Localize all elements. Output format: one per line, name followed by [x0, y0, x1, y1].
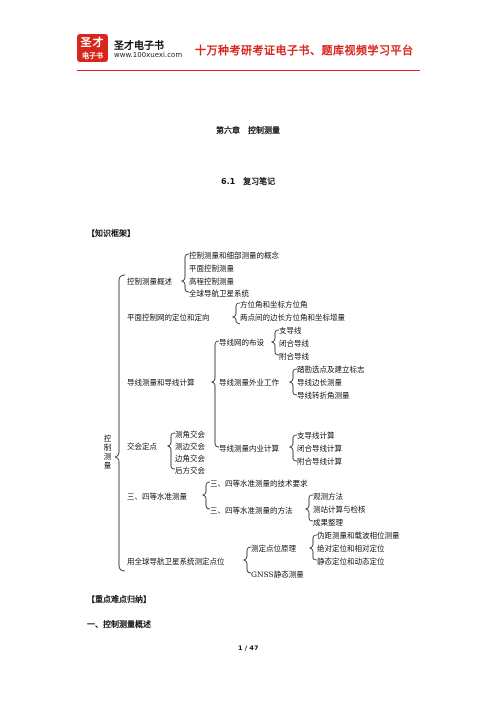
- brand-name: 圣才电子书: [114, 41, 164, 52]
- traverse-label: 导线测量和导线计算: [127, 378, 195, 387]
- overview-label: 控制测量概述: [127, 277, 172, 286]
- leveling-method-item-1: 观测方法: [313, 492, 343, 501]
- section-title: 6.1 复习笔记: [221, 177, 276, 186]
- tree-root: 控制测量: [103, 434, 112, 470]
- traverse-layout-label: 导线网的布设: [219, 338, 264, 347]
- header-divider: [77, 70, 420, 71]
- header-slogan: 十万种考研考证电子书、题库视频学习平台: [195, 44, 414, 57]
- overview-item-3: 高程控制测量: [189, 277, 234, 286]
- overview-item-1: 控制测量和细部测量的概念: [189, 251, 279, 260]
- traverse-office-item-3: 附合导线计算: [297, 457, 342, 466]
- traverse-office-item-1: 支导线计算: [297, 431, 335, 440]
- orientation-item-1: 方位角和坐标方位角: [240, 300, 308, 309]
- logo-line1: 圣才: [80, 36, 105, 49]
- framework-heading: 【知识框架】: [87, 229, 135, 238]
- subsection-title: 一、控制测量概述: [87, 620, 151, 629]
- traverse-field-item-1: 踏勘选点及建立标志: [297, 365, 365, 374]
- chapter-title: 第六章 控制测量: [216, 126, 280, 135]
- traverse-field-label: 导线测量外业工作: [219, 378, 279, 387]
- leveling-label: 三、四等水准测量: [127, 492, 187, 501]
- intersection-item-1: 测角交会: [175, 430, 205, 439]
- orientation-item-2: 两点间的边长方位角和坐标增量: [240, 313, 345, 322]
- overview-item-2: 平面控制测量: [189, 264, 234, 273]
- intersection-item-4: 后方交会: [175, 466, 205, 475]
- leveling-req: 三、四等水准测量的技术要求: [210, 479, 308, 488]
- traverse-layout-item-1: 支导线: [279, 326, 302, 335]
- leveling-method-label: 三、四等水准测量的方法: [210, 506, 293, 515]
- leveling-method-item-2: 测站计算与检核: [313, 505, 366, 514]
- traverse-layout-item-2: 闭合导线: [279, 339, 309, 348]
- brand-url[interactable]: www.100xuexi.com: [114, 51, 183, 59]
- gnss-principle-item-3: 静态定位和动态定位: [317, 557, 385, 566]
- traverse-office-label: 导线测量内业计算: [219, 444, 279, 453]
- logo-line2: 电子书: [82, 52, 103, 60]
- leveling-method-item-3: 成果整理: [313, 518, 343, 527]
- traverse-layout-item-3: 附合导线: [279, 352, 309, 361]
- gnss-principle-item-2: 绝对定位和相对定位: [317, 544, 385, 553]
- gnss-principle-item-1: 伪距测量和载波相位测量: [317, 531, 400, 540]
- page-number: 1 / 47: [238, 644, 259, 652]
- traverse-field-item-3: 导线转折角测量: [297, 391, 350, 400]
- intersection-item-2: 测边交会: [175, 442, 205, 451]
- gnss-static: GNSS静态测量: [251, 570, 304, 579]
- logo: 圣才 电子书: [77, 34, 108, 62]
- gnss-principle-label: 测定点位原理: [251, 544, 296, 553]
- orientation-label: 平面控制网的定位和定向: [127, 313, 210, 322]
- traverse-office-item-2: 闭合导线计算: [297, 444, 342, 453]
- intersection-item-3: 边角交会: [175, 454, 205, 463]
- overview-item-4: 全球导航卫星系统: [189, 289, 249, 298]
- traverse-field-item-2: 导线边长测量: [297, 378, 342, 387]
- key-points-heading: 【重点难点归纳】: [87, 595, 151, 604]
- gnss-label: 用全球导航卫星系统测定点位: [127, 557, 225, 566]
- intersection-label: 交会定点: [127, 442, 157, 451]
